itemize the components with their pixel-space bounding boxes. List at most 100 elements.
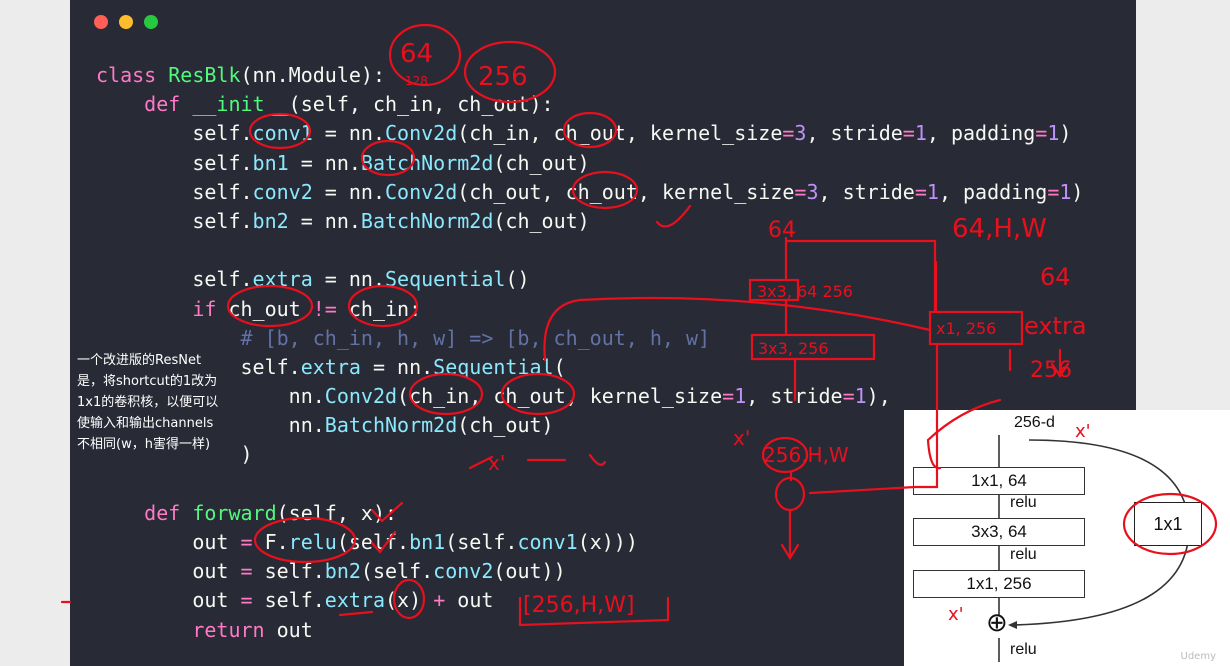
code-token: out — [96, 530, 241, 554]
code-token: extra — [300, 354, 361, 379]
code-token: self. — [96, 208, 253, 233]
annotation-text: x' — [1075, 421, 1091, 442]
code-token: = — [1047, 179, 1060, 204]
maximize-dot — [144, 15, 158, 29]
code-token: = — [794, 179, 807, 204]
annotation-text: 64 — [400, 39, 433, 69]
annotation-text: extra — [1024, 312, 1087, 340]
code-token: = — [240, 559, 253, 584]
code-token: (x) — [385, 588, 434, 613]
code-token: (out)) — [493, 559, 566, 584]
code-token: # [b, ch_in, h, w] => [b, ch_out, h, w] — [96, 325, 711, 350]
code-token: ) — [1071, 179, 1084, 204]
annotation-text: 64 — [1040, 263, 1071, 291]
code-line: # [b, ch_in, h, w] => [b, ch_out, h, w] — [96, 324, 1083, 353]
close-dot — [94, 15, 108, 29]
relu-label: relu — [1010, 641, 1037, 658]
code-token: out — [96, 588, 241, 613]
code-token: out — [96, 559, 241, 584]
code-token: , stride — [806, 121, 903, 146]
code-line: out = F.relu(self.bn1(self.conv1(x))) — [96, 528, 1083, 557]
code-token: (ch_out, ch_out, kernel_size — [457, 179, 795, 204]
code-token: + — [433, 588, 446, 613]
code-token: , padding — [938, 179, 1048, 204]
code-token: , stride — [746, 384, 843, 409]
code-line: self.bn1 = nn.BatchNorm2d(ch_out) — [96, 149, 1083, 178]
code-line: self.bn2 = nn.BatchNorm2d(ch_out) — [96, 207, 1083, 236]
side-note-line: 不相同(w，h害得一样) — [77, 437, 211, 452]
code-token: () — [505, 267, 530, 292]
code-token: 1 — [1059, 179, 1072, 204]
code-token: bn1 — [252, 150, 289, 175]
code-token: nn. — [96, 413, 325, 438]
code-token: ch_in: — [336, 296, 422, 321]
code-token: self. — [96, 121, 253, 146]
code-line: nn.Conv2d(ch_in, ch_out, kernel_size=1, … — [96, 382, 1083, 411]
conv-block-1x1-256: 1x1, 256 — [913, 570, 1085, 598]
annotation-text: 3x3, 256 — [758, 339, 829, 358]
addition-icon: ⊕ — [986, 607, 1008, 637]
code-token: def — [144, 92, 193, 117]
code-token: class — [96, 63, 169, 87]
annotation-text: 256 — [478, 62, 528, 92]
code-line: ) — [96, 440, 1083, 469]
code-token: 3 — [806, 179, 819, 204]
code-token: conv2 — [252, 179, 313, 204]
code-token: self. — [96, 354, 301, 379]
annotation-text: 256,H,W — [763, 443, 849, 467]
code-token: = nn. — [360, 354, 434, 379]
code-token: = — [240, 588, 253, 613]
code-token: (self, ch_in, ch_out): — [288, 92, 554, 117]
code-token: ) — [1059, 121, 1072, 146]
annotation-text: 64,H,W — [952, 214, 1047, 244]
code-token: Sequential — [385, 267, 506, 292]
code-token: out — [276, 617, 313, 642]
code-token: (self. — [445, 530, 518, 554]
code-line: self.extra = nn.Sequential() — [96, 265, 1083, 294]
code-token: ResBlk — [168, 63, 241, 87]
code-token: = — [902, 121, 915, 146]
side-note-line: 是，将shortcut的1改为 — [77, 374, 218, 389]
code-token: if — [192, 296, 229, 321]
input-dim-label: 256-d — [1014, 414, 1055, 431]
code-token: out — [445, 588, 494, 613]
code-token: self. — [252, 588, 325, 613]
code-token: = — [722, 384, 735, 409]
code-token: = — [1035, 121, 1048, 146]
side-note-line: 一个改进版的ResNet — [77, 353, 202, 368]
code-token: Conv2d — [324, 384, 398, 409]
code-token: self. — [96, 179, 253, 204]
code-line: out = self.extra(x) + out — [96, 586, 1083, 615]
code-token: ) — [96, 442, 253, 467]
code-token: Conv2d — [385, 179, 458, 204]
code-line: self.conv2 = nn.Conv2d(ch_out, ch_out, k… — [96, 178, 1083, 207]
annotation-text: 128 — [405, 74, 428, 88]
code-token: __init__ — [192, 92, 289, 117]
code-token: conv1 — [517, 530, 578, 554]
code-token: 1 — [854, 384, 867, 409]
code-token: def — [144, 500, 193, 525]
code-token: (x))) — [577, 530, 638, 554]
code-token: (ch_out) — [493, 208, 590, 233]
code-token: F. — [252, 530, 289, 554]
annotation-text: 64 — [768, 218, 796, 243]
code-line: return out — [96, 616, 1083, 645]
conv-block-1x1-64: 1x1, 64 — [913, 467, 1085, 495]
side-note: 一个改进版的ResNet 是，将shortcut的1改为 1x1的卷积核，以便可… — [77, 350, 247, 455]
code-token: bn2 — [324, 559, 361, 584]
code-line: class ResBlk(nn.Module): — [96, 61, 1083, 90]
code-token: (ch_out) — [457, 413, 554, 438]
annotation-text: x' — [948, 604, 964, 625]
code-token: = nn. — [312, 179, 386, 204]
annotation-texts: 64 128 256 64 64,H,W 64 3x3, 64 256 3x3,… — [400, 39, 1091, 625]
code-token: , stride — [818, 179, 915, 204]
code-token: = nn. — [288, 150, 361, 175]
relu-label: relu — [1010, 494, 1037, 511]
code-token: (nn.Module): — [240, 63, 386, 87]
code-token: ch_out — [228, 296, 313, 321]
code-token: != — [312, 296, 337, 321]
code-token: ( — [553, 354, 566, 379]
code-token: BatchNorm2d — [324, 413, 458, 438]
code-token: relu — [288, 530, 337, 554]
